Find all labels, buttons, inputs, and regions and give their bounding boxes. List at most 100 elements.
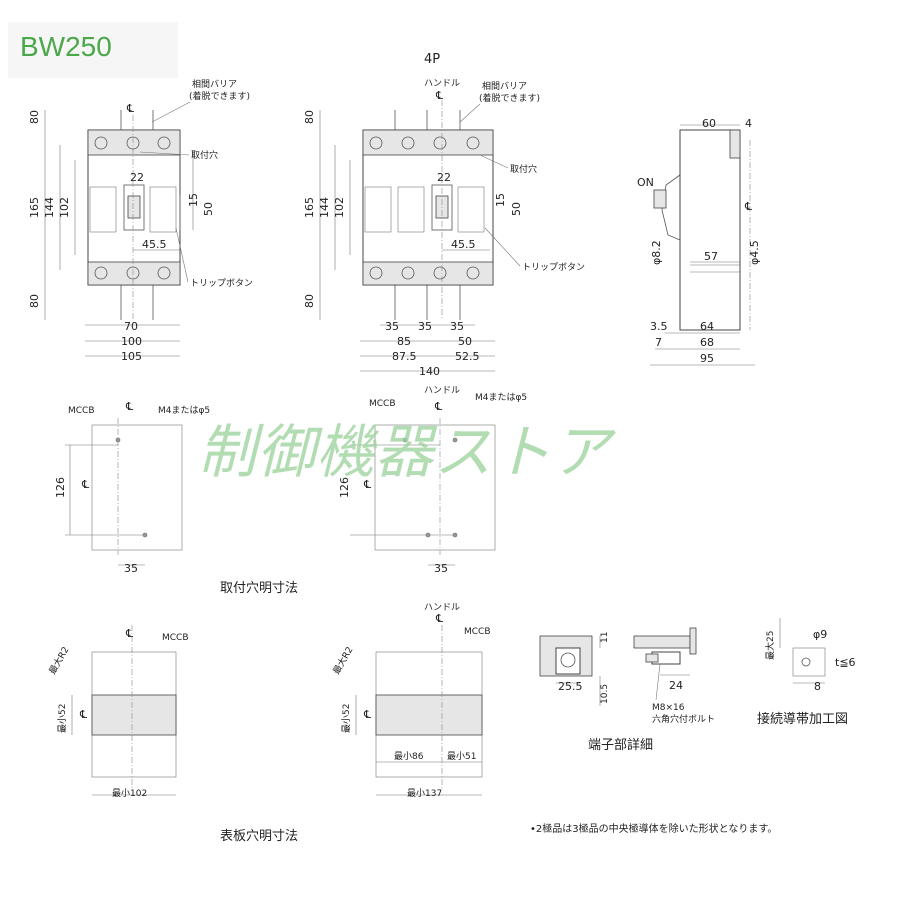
panel-centerline-h: ℄ (79, 708, 87, 721)
dim-mount-35: 35 (124, 562, 138, 575)
dim-4p-85: 85 (397, 335, 411, 348)
dim-4p-35a: 35 (385, 320, 399, 333)
dim-4p-165: 165 (303, 197, 316, 218)
conductor-detail: 最大25 φ9 t≦6 8 接続導帯加工図 (757, 618, 856, 727)
dim-25-5: 25.5 (558, 680, 583, 693)
mount-hole-label: 取付穴 (191, 149, 218, 161)
panel-centerline-4p: ℄ (435, 612, 443, 625)
dim-100: 100 (121, 335, 142, 348)
dim-102: 102 (58, 197, 71, 218)
front-view-3p: 80 165 144 102 80 22 15 50 45.5 70 100 1… (28, 78, 253, 363)
dim-4p-52-5: 52.5 (455, 350, 480, 363)
dim-4p-140: 140 (419, 365, 440, 378)
mount-hole-label-4p: 取付穴 (510, 163, 537, 175)
max25-label: 最大25 (764, 631, 776, 660)
mount-title: 取付穴明寸法 (220, 581, 298, 596)
centerline-mark: ℄ (126, 102, 134, 115)
max-r2-label-4p: 最大R2 (330, 644, 355, 676)
handle-label: ハンドル (424, 79, 460, 89)
dim-126: 126 (54, 477, 67, 498)
note-text: •2極品は3極品の中央極導体を除いた形状となります。 (530, 822, 777, 835)
dim-105: 105 (121, 350, 142, 363)
mount-centerline-h: ℄ (81, 478, 89, 491)
dim-4p-80-bottom: 80 (303, 294, 316, 308)
mount-hole-3p: MCCB ℄ M4またはφ5 126 35 ℄ (54, 400, 210, 575)
min102-label: 最小102 (112, 788, 147, 799)
dim-4p-50b: 50 (458, 335, 472, 348)
dim-4p-35b: 35 (418, 320, 432, 333)
dim-22: 22 (130, 171, 144, 184)
handle-label-panel: ハンドル (424, 603, 460, 613)
dim-80-bottom: 80 (28, 294, 41, 308)
dim-24: 24 (669, 679, 683, 692)
dim-4p-87-5: 87.5 (392, 350, 417, 363)
dim-4p-15: 15 (494, 193, 507, 207)
dim-165: 165 (28, 197, 41, 218)
mount-centerline-4p: ℄ (434, 400, 442, 413)
dim-4p-mount-35: 35 (434, 562, 448, 575)
terminal-title: 端子部詳細 (588, 737, 653, 753)
dim-50: 50 (202, 202, 215, 216)
dim-4p-126: 126 (338, 477, 351, 498)
mccb-label: MCCB (68, 406, 95, 416)
min52-label: 最小52 (57, 704, 68, 733)
panel-mccb-label: MCCB (162, 633, 189, 643)
mount-hole-4p: ハンドル MCCB ℄ M4またはφ5 126 35 ℄ (338, 386, 527, 575)
dim-64: 64 (700, 320, 714, 333)
model-tag: BW250 (8, 22, 178, 78)
dim-4p-45-5: 45.5 (451, 238, 476, 251)
min52-label-4p: 最小52 (341, 704, 352, 733)
panel-cutout-3p: ℄ MCCB 最大R2 最小52 ℄ 最小102 (46, 625, 189, 799)
trip-button-label-4p: トリップボタン (522, 262, 585, 273)
centerline-mark-4p: ℄ (435, 89, 443, 102)
dim-11: 11 (600, 632, 610, 643)
dim-4p-102: 102 (333, 197, 346, 218)
panel-mccb-label-4p: MCCB (464, 627, 491, 637)
bolt-label: M8×16 (652, 703, 685, 713)
min86-label: 最小86 (394, 751, 424, 762)
t6-label: t≦6 (835, 656, 856, 669)
conductor-title: 接続導帯加工図 (757, 711, 848, 727)
terminal-detail: 11 25.5 10.5 24 M8×16 六角穴付ボルト 端子部詳細 (539, 627, 715, 753)
model-name: BW250 (20, 31, 112, 62)
dim-4p-80-top: 80 (303, 110, 316, 124)
dim-8: 8 (814, 680, 821, 693)
on-label: ON (637, 176, 654, 189)
dim-10-5: 10.5 (600, 684, 610, 704)
panel-centerline-4p-h: ℄ (363, 708, 371, 721)
dim-57: 57 (704, 250, 718, 263)
dim-3-5: 3.5 (650, 320, 668, 333)
screw-label-4p: M4またはφ5 (475, 392, 527, 403)
dim-7: 7 (655, 336, 662, 349)
barrier-label-4p: 相間バリア (482, 80, 527, 92)
side-centerline: ℄ (744, 200, 752, 213)
panel-centerline: ℄ (125, 627, 133, 640)
dim-phi-8-2: φ8.2 (650, 240, 663, 265)
barrier-note-4p: (着脱できます) (479, 92, 540, 104)
handle-label-mount: ハンドル (424, 386, 460, 396)
dim-4p-144: 144 (318, 197, 331, 218)
mount-centerline: ℄ (125, 400, 133, 413)
mount-centerline-4p-h: ℄ (363, 478, 371, 491)
min137-label: 最小137 (407, 788, 442, 799)
watermark-text: 制御機器ストア (198, 418, 612, 486)
bolt-type-label: 六角穴付ボルト (652, 713, 715, 725)
dim-4: 4 (745, 117, 752, 130)
dim-144: 144 (43, 197, 56, 218)
panel-cutout-4p: ハンドル ℄ MCCB 最大R2 最小52 ℄ 最小86 最小51 最小137 (330, 603, 490, 799)
side-view: 60 4 ON ℄ φ8.2 φ4.5 57 3.5 64 7 68 95 (637, 117, 761, 366)
phi9-label: φ9 (813, 628, 827, 641)
barrier-note: (着脱できます) (189, 90, 250, 102)
barrier-label: 相間バリア (192, 78, 237, 90)
dim-15: 15 (187, 193, 200, 207)
dim-4p-22: 22 (437, 171, 451, 184)
dim-68: 68 (700, 336, 714, 349)
dim-60: 60 (702, 117, 716, 130)
trip-button-label: トリップボタン (190, 278, 253, 289)
front-view-4p: 4P 80 165 144 102 80 22 15 50 45.5 35 35… (303, 52, 585, 378)
screw-label: M4またはφ5 (158, 405, 210, 416)
dim-70: 70 (124, 320, 138, 333)
poles-4p-label: 4P (424, 52, 440, 67)
max-r2-label: 最大R2 (46, 644, 71, 676)
